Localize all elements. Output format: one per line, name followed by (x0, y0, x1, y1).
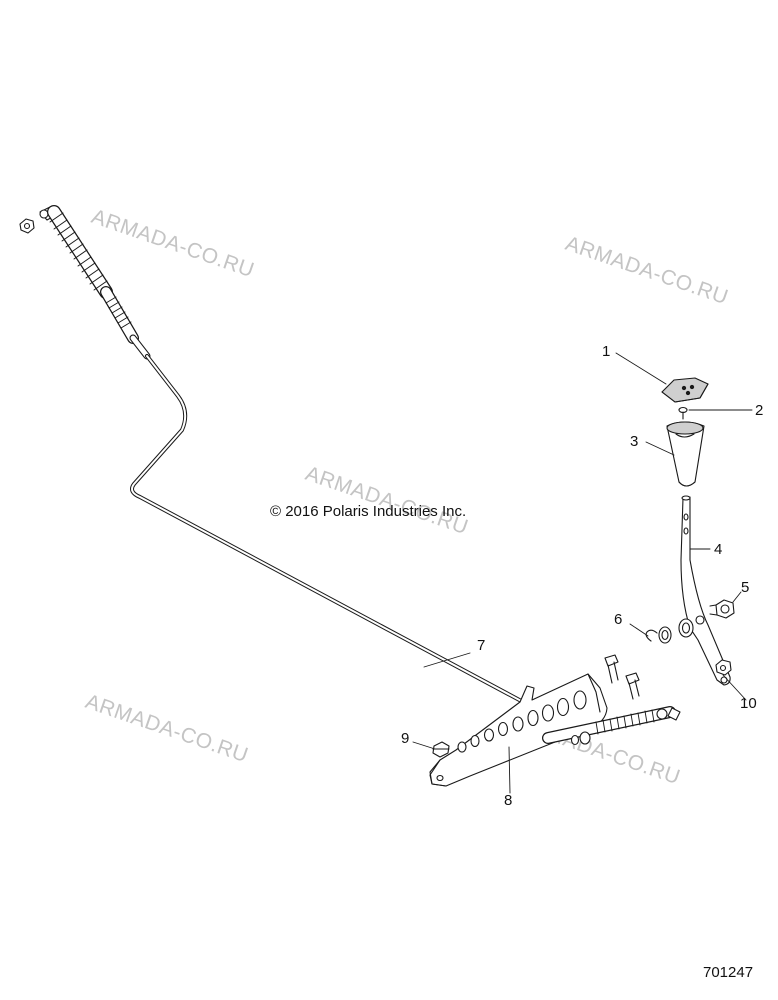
callout-6: 6 (614, 611, 623, 628)
callout-10: 10 (740, 695, 757, 712)
drawing-number: 701247 (703, 964, 754, 981)
nut (715, 659, 732, 676)
leader-lines (412, 352, 753, 794)
bolt (432, 741, 450, 758)
bracket-bolt (604, 654, 640, 700)
cable-end-boot (542, 706, 681, 746)
screw (678, 406, 688, 420)
mounting-bracket (429, 673, 608, 787)
shift-lever (680, 495, 731, 686)
callout-3: 3 (630, 433, 639, 450)
shift-knob (666, 421, 705, 487)
callout-8: 8 (504, 792, 513, 809)
shift-indicator-plate (661, 377, 709, 403)
callout-5: 5 (741, 579, 750, 596)
pivot-nut (709, 599, 735, 619)
shift-cable (19, 205, 527, 705)
spacer-washers (645, 618, 694, 644)
callout-2: 2 (755, 402, 764, 419)
callout-7: 7 (477, 637, 486, 654)
callout-1: 1 (602, 343, 611, 360)
copyright-notice: © 2016 Polaris Industries Inc. (270, 503, 467, 520)
callout-9: 9 (401, 730, 410, 747)
callout-4: 4 (714, 541, 723, 558)
